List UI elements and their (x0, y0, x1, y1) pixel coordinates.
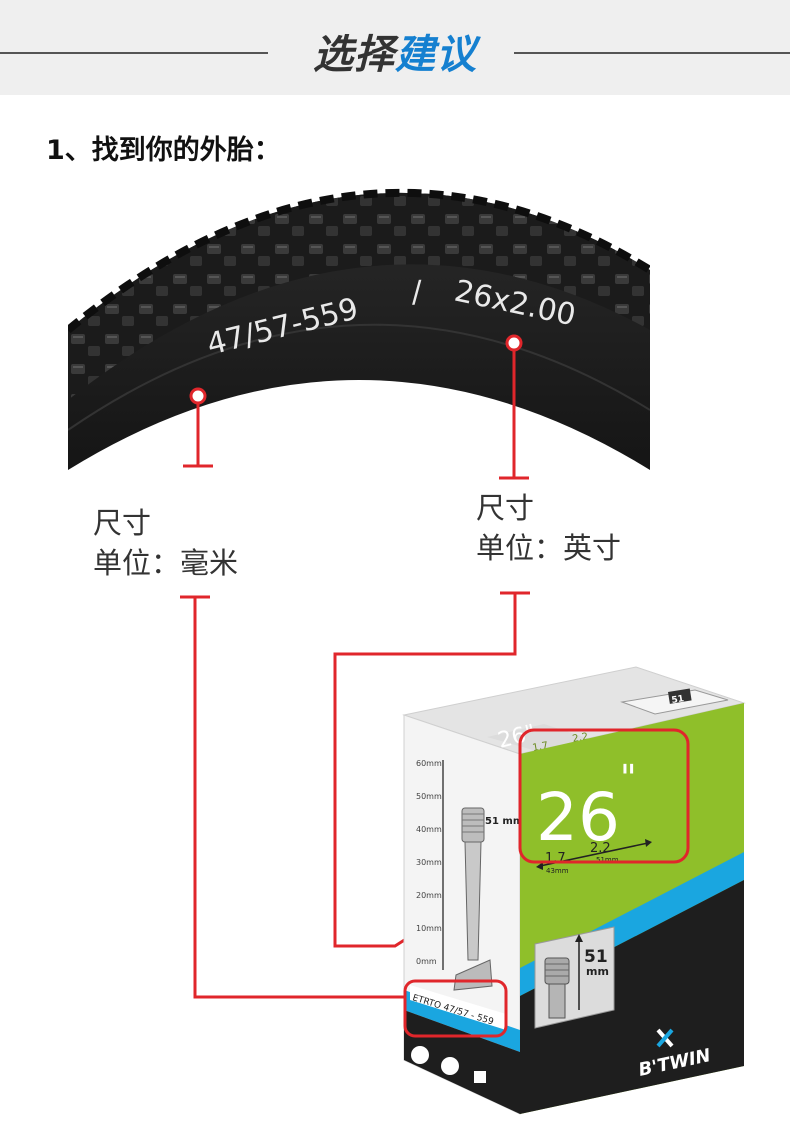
label-inch: 尺寸 单位：英寸 (476, 488, 621, 568)
tire-bead-line (68, 323, 650, 431)
tire-photo: 47/57-559 / 26x2.00 (68, 188, 650, 470)
ruler-20: 20mm (416, 891, 442, 900)
label-inch-line1: 尺寸 (476, 491, 535, 525)
highlight-etrto (403, 979, 508, 1038)
box-front-size: 26 (536, 779, 620, 856)
box-valve-length-unit: mm (586, 965, 609, 978)
tire-tread (68, 192, 650, 400)
disposal-icon (441, 1057, 459, 1075)
label-metric-line1: 尺寸 (93, 506, 152, 540)
box-top-valve-small: 51 (671, 694, 685, 706)
box-side-valve-length: 51 mm (485, 816, 523, 827)
connector-metric (180, 595, 408, 999)
product-box: 26" 1.7 2.2 51 60mm 50mm 40mm 30mm 20mm … (402, 666, 746, 1115)
ruler-30: 30mm (416, 858, 442, 867)
box-front-width-min: 1.7 (545, 851, 566, 866)
ruler-10: 10mm (416, 924, 442, 933)
marker-metric (183, 387, 213, 468)
box-front-mm-min: 43mm (546, 867, 569, 875)
ruler-60: 60mm (416, 759, 442, 768)
box-front-mm-max: 51mm (596, 856, 619, 864)
step-heading: 1、找到你的外胎： (46, 135, 281, 166)
header-band (0, 0, 790, 95)
box-valve-length-number: 51 (584, 947, 608, 967)
info-icon (474, 1071, 486, 1083)
box-front-inch-mark: " (620, 758, 637, 799)
title-part-blue: 建议 (395, 32, 477, 78)
label-metric-line2: 单位：毫米 (93, 546, 239, 580)
highlight-inch-size (518, 728, 690, 864)
title-part-dark: 选择 (313, 32, 395, 78)
page-title: 选择建议 (0, 22, 790, 80)
tire-text-separator: / (411, 275, 423, 310)
tire-tread-edge (68, 188, 650, 334)
ruler-0: 0mm (416, 957, 437, 966)
box-side-ruler: 60mm 50mm 40mm 30mm 20mm 10mm 0mm (416, 759, 444, 970)
ruler-40: 40mm (416, 825, 442, 834)
label-metric: 尺寸 单位：毫米 (93, 503, 238, 583)
box-valve-card: 51 mm (534, 926, 615, 1029)
box-front-width-max: 2.2 (590, 841, 611, 856)
ruler-50: 50mm (416, 792, 442, 801)
marker-inch (499, 334, 529, 480)
label-inch-line2: 单位：英寸 (476, 531, 622, 565)
tire-rim-cut (68, 380, 650, 470)
box-front-dark (520, 880, 744, 1114)
header-rule-left (0, 52, 268, 54)
header-rule-right (514, 52, 790, 54)
btwin-logo-icon (656, 1028, 674, 1048)
recycle-icon (411, 1046, 429, 1064)
